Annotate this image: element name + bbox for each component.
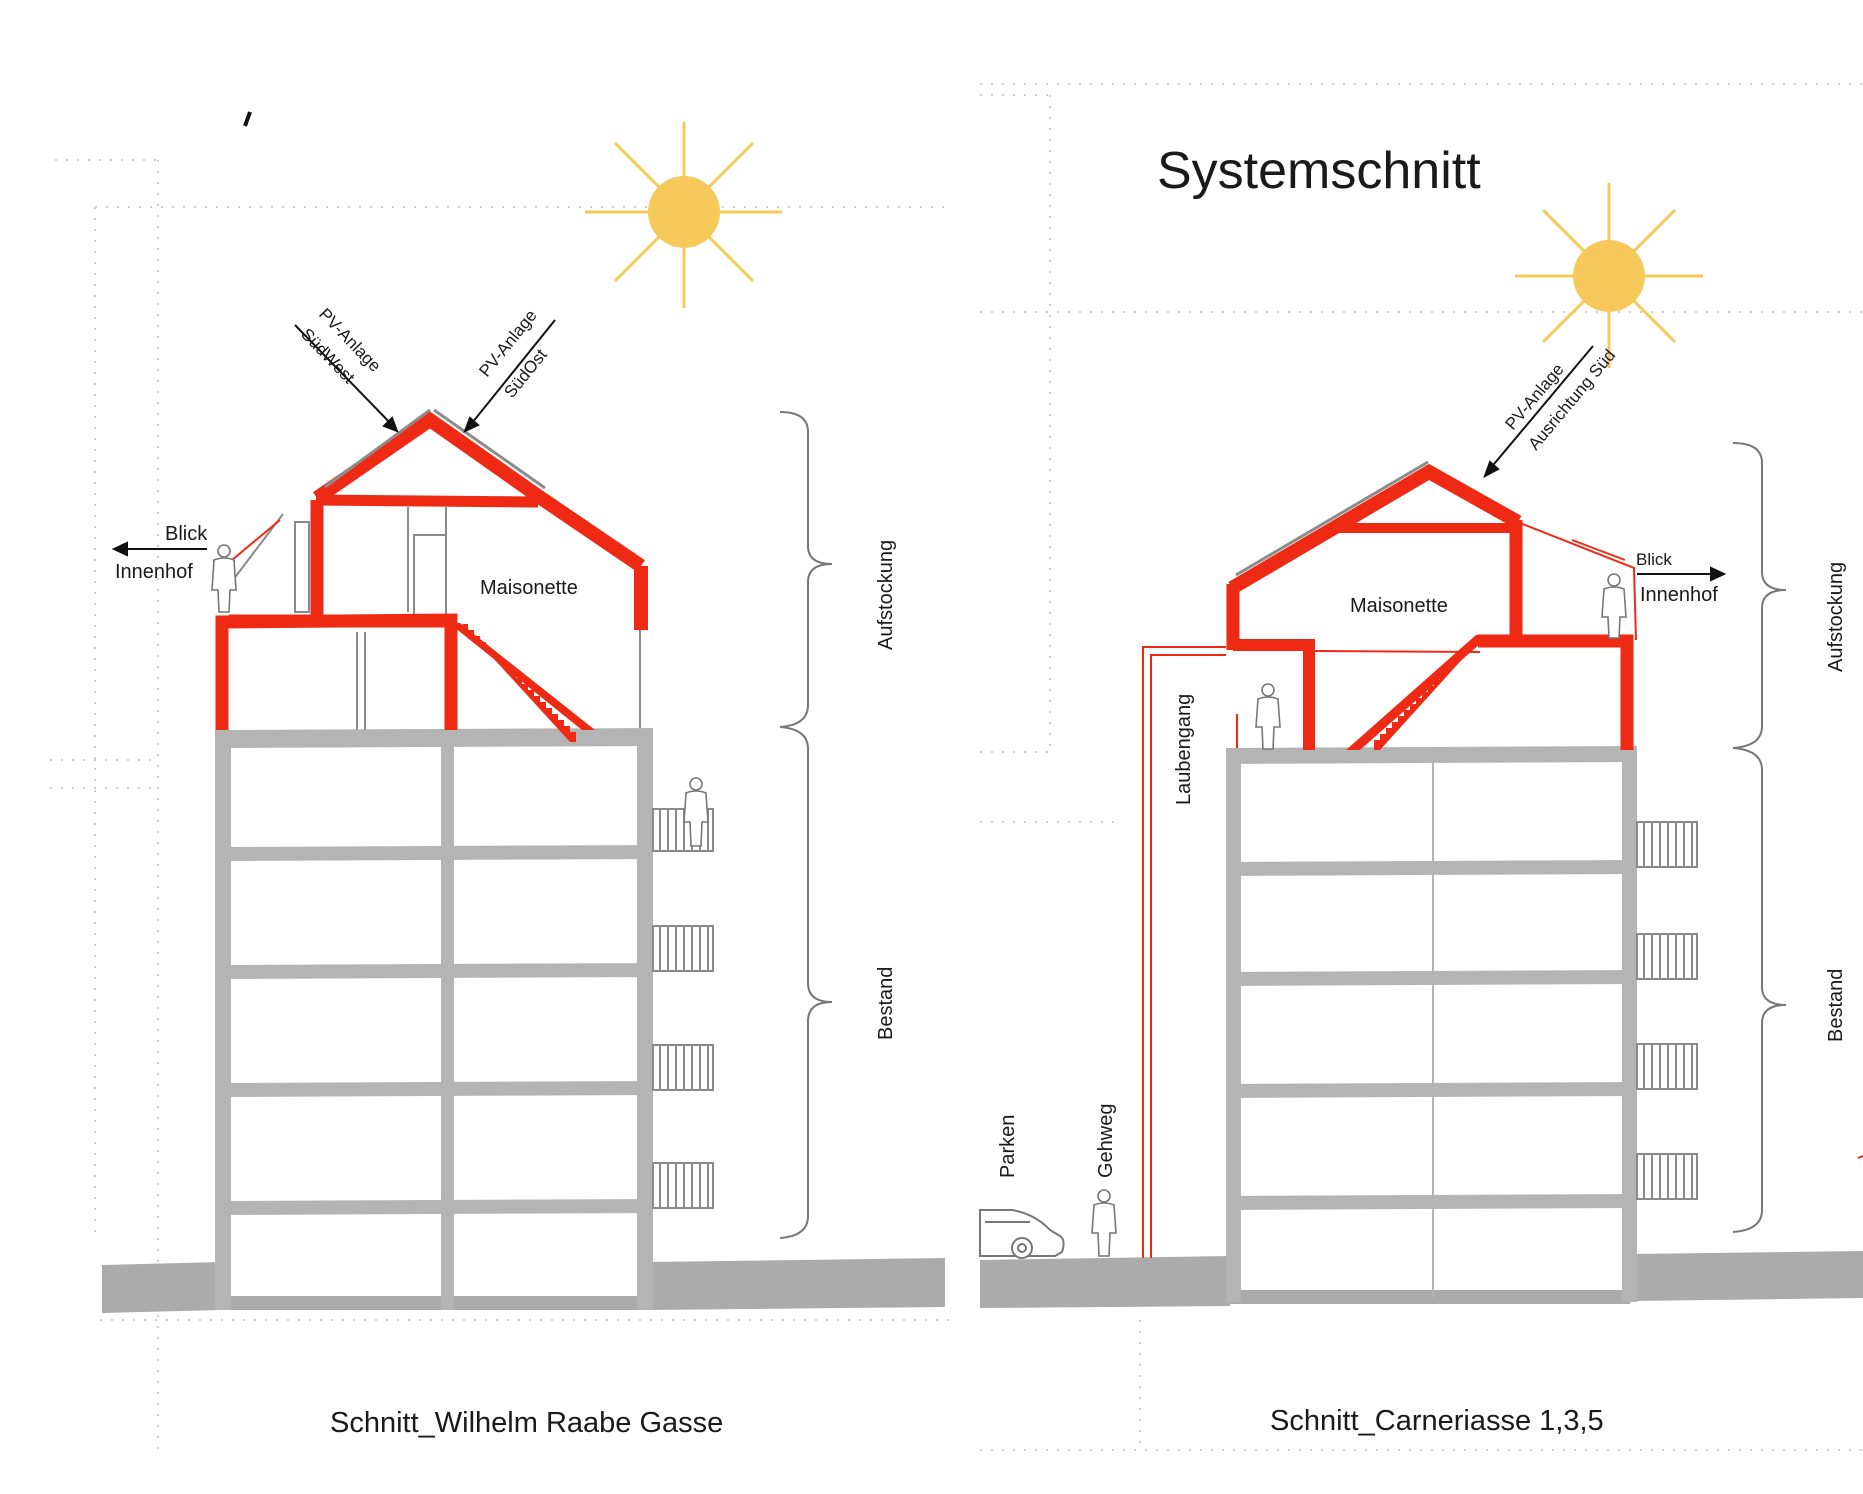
right-section-caption: Schnitt_Carneriasse 1,3,5	[1270, 1405, 1604, 1437]
existing-building	[1226, 746, 1637, 1302]
right-section: Systemschnitt	[979, 142, 1863, 1437]
balcony	[652, 925, 714, 972]
person-icon	[1601, 573, 1627, 639]
pv-panel	[1235, 460, 1429, 577]
person-icon	[211, 544, 237, 613]
roof-extension	[1226, 463, 1634, 750]
terrace-railing	[231, 519, 281, 561]
car-icon	[979, 1209, 1065, 1259]
bracket-label-bestand: Bestand	[1825, 969, 1847, 1042]
extension-interior-lines	[232, 507, 641, 730]
bracket-label-bestand: Bestand	[875, 967, 897, 1040]
page-title: Systemschnitt	[1157, 142, 1481, 200]
view-arrow	[1637, 566, 1727, 582]
room-label-maisonette: Maisonette	[1350, 595, 1448, 617]
person-icon	[1255, 683, 1281, 750]
view-arrow	[111, 541, 207, 557]
room-label-maisonette: Maisonette	[480, 577, 578, 599]
view-label-line1: Blick	[165, 523, 208, 545]
view-label-line2: Innenhof	[1640, 584, 1718, 606]
access-gallery	[1142, 522, 1637, 1258]
balcony	[1636, 1043, 1698, 1090]
balcony	[1636, 821, 1698, 868]
view-label-line1: Blick	[1636, 550, 1672, 569]
balcony	[652, 1162, 714, 1209]
guide-lines	[50, 83, 1863, 1451]
bracket-label-aufstockung: Aufstockung	[1825, 562, 1847, 672]
height-bracket	[779, 411, 833, 1239]
stair	[1346, 635, 1490, 750]
sidewalk-label: Gehweg	[1095, 1104, 1117, 1179]
sun-icon	[1515, 183, 1703, 368]
person-icon	[683, 777, 709, 847]
ground	[102, 1258, 945, 1313]
balcony	[652, 1044, 714, 1091]
pv-arrows	[294, 319, 556, 433]
stray-mark	[243, 111, 252, 127]
balcony	[1636, 1153, 1698, 1200]
pv-arrow	[1483, 345, 1594, 479]
ground	[980, 1251, 1863, 1308]
height-bracket	[1732, 442, 1787, 1233]
stair	[449, 623, 595, 742]
balconies	[652, 808, 714, 1209]
roof-extension	[215, 411, 648, 730]
sun-icon	[585, 122, 782, 308]
gallery-label: Laubengang	[1173, 694, 1195, 805]
left-section: PV-Anlage SüdWest PV-Anlage SüdOst Maiso…	[102, 122, 945, 1439]
pv-panels	[324, 408, 546, 490]
existing-building	[215, 728, 653, 1310]
bracket-label-aufstockung: Aufstockung	[875, 540, 897, 650]
parking-label: Parken	[997, 1115, 1019, 1178]
balconies	[1636, 821, 1698, 1200]
edge-mark	[1857, 1155, 1863, 1159]
view-label-line2: Innenhof	[115, 561, 193, 583]
balcony	[1636, 933, 1698, 980]
left-section-caption: Schnitt_Wilhelm Raabe Gasse	[330, 1407, 723, 1439]
person-icon	[1091, 1189, 1117, 1257]
